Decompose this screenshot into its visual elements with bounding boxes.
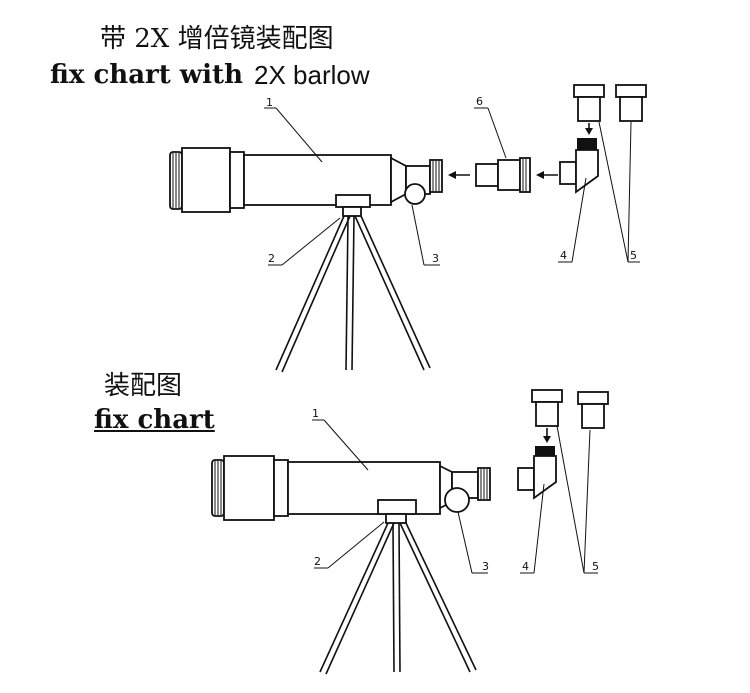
star-diagonal [517,446,557,500]
callout-3: 3 [482,560,489,573]
callout-5: 5 [630,249,637,262]
diagonal-eyepiece-socket [577,138,597,150]
diagonal-nose [559,161,577,185]
diagram-1-title-barlow: 2X barlow [254,60,370,90]
diagram-2-title-english: fix chart [94,405,215,435]
mount-neck [385,513,407,524]
tripod [319,522,477,675]
mount-head [377,499,417,515]
diagonal-eyepiece-socket [535,446,555,456]
eyepieces [531,389,609,429]
callout-3: 3 [432,252,439,265]
objective-knurling [172,153,180,208]
eyepieces [573,84,647,122]
dew-shield-collar [273,459,289,517]
main-tube [287,461,441,515]
callout-1: 1 [266,96,273,109]
arrow-head [543,436,551,443]
callout-4: 4 [560,249,567,262]
barlow-barrel [475,163,499,187]
callout-2: 2 [314,555,321,568]
eyepiece-b-barrel [619,96,643,122]
dew-shield [181,147,231,213]
diagram-1-telescope: 1 2 3 4 5 6 [169,84,647,373]
arrow-head-3 [585,128,593,135]
diagonal-prism [575,149,599,194]
star-diagonal [559,138,599,194]
eyepiece-a-cap [531,389,563,403]
tripod [275,215,431,373]
arrow-head-2 [536,171,544,179]
callout-2: 2 [268,252,275,265]
diagram-1-title-english: fix chart with [50,60,243,90]
diagonal-prism [533,455,557,500]
tube-rear-cone [390,156,407,204]
diagram-2-title-chinese: 装配图 [104,371,183,401]
dew-shield [223,455,275,521]
diagram-2-telescope: 1 2 3 4 5 [211,389,609,675]
focus-knob [404,183,426,205]
eyepiece-b-barrel [581,403,605,429]
mount-head [335,194,371,208]
eyepiece-a-barrel [577,96,601,122]
eyepiece-a-barrel [535,401,559,427]
barlow-knurl-ring [519,157,531,193]
leader-lines-2 [312,419,598,574]
eyepiece-b-cap [615,84,647,98]
eyepiece-b-cap [577,391,609,405]
mount-neck [342,206,362,217]
leader-lines-1 [264,107,640,266]
eyepiece-a-cap [573,84,605,98]
dew-shield-collar [229,151,245,209]
callout-5: 5 [592,560,599,573]
diagram-1-title-chinese: 带 2X 增倍镜装配图 [100,24,334,54]
callout-1: 1 [312,407,319,420]
barlow-body [497,159,521,191]
barlow-lens [475,157,531,193]
diagonal-nose [517,467,535,491]
callout-4: 4 [522,560,529,573]
focus-knob [444,487,470,513]
arrow-head-1 [448,171,456,179]
callout-6: 6 [476,95,483,108]
